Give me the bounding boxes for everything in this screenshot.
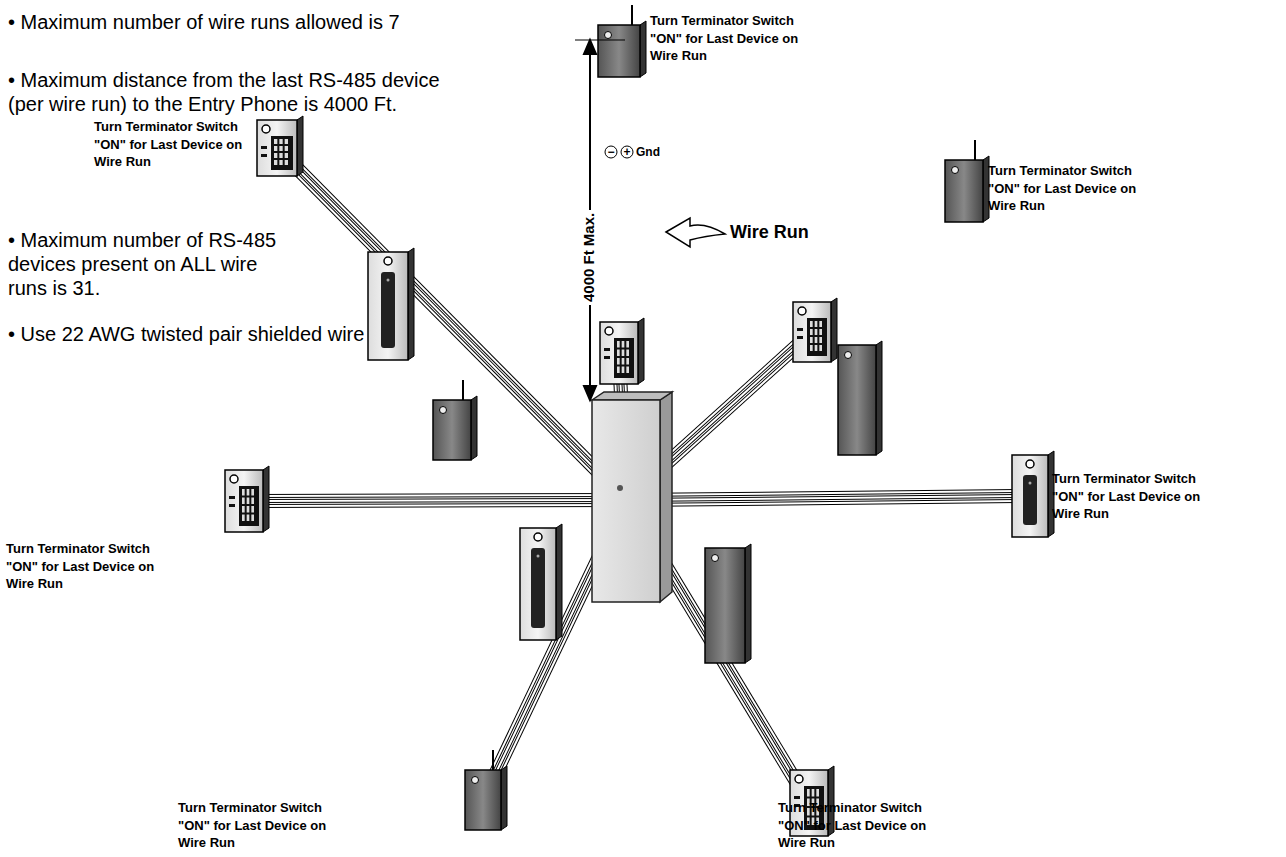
terminator-note: Turn Terminator Switch "ON" for Last Dev… <box>6 540 184 593</box>
note-text: • Maximum distance from the last RS-485 … <box>8 68 448 116</box>
terminator-note: Turn Terminator Switch "ON" for Last Dev… <box>988 162 1166 215</box>
keypad-device <box>225 466 269 532</box>
terminator-note: Turn Terminator Switch "ON" for Last Dev… <box>778 799 956 852</box>
box-device <box>465 750 507 830</box>
note-text: • Maximum number of RS-485 devices prese… <box>8 228 283 300</box>
reader-device <box>520 524 562 640</box>
box-device <box>433 380 477 460</box>
wire-run-arrow <box>666 218 725 247</box>
signal-name: + <box>623 145 630 159</box>
dimension-line <box>575 40 625 400</box>
wire-run <box>244 495 626 506</box>
reader-device <box>368 248 414 360</box>
keypad-device <box>793 298 837 362</box>
reader-device <box>1012 451 1054 537</box>
terminator-note: Turn Terminator Switch "ON" for Last Dev… <box>650 12 828 65</box>
entry-phone-panel <box>592 392 672 602</box>
terminator-note: Turn Terminator Switch "ON" for Last Dev… <box>178 799 356 852</box>
note-text: • Use 22 AWG twisted pair shielded wire <box>8 322 448 346</box>
keypad-device <box>600 318 644 384</box>
box-device <box>705 544 751 663</box>
signal-name: Gnd <box>636 145 660 159</box>
box-device <box>598 5 646 77</box>
note-text: • Maximum number of wire runs allowed is… <box>8 10 448 34</box>
terminator-note: Turn Terminator Switch "ON" for Last Dev… <box>1052 470 1230 523</box>
signal-name: − <box>607 145 614 159</box>
box-device <box>838 341 882 455</box>
box-device <box>945 140 989 222</box>
dimension-label: 4000 Ft Max. <box>580 210 598 305</box>
keypad-device <box>257 116 303 176</box>
callout-label: Wire Run <box>730 222 809 244</box>
terminator-note: Turn Terminator Switch "ON" for Last Dev… <box>94 118 272 171</box>
wire-run <box>626 491 1030 505</box>
